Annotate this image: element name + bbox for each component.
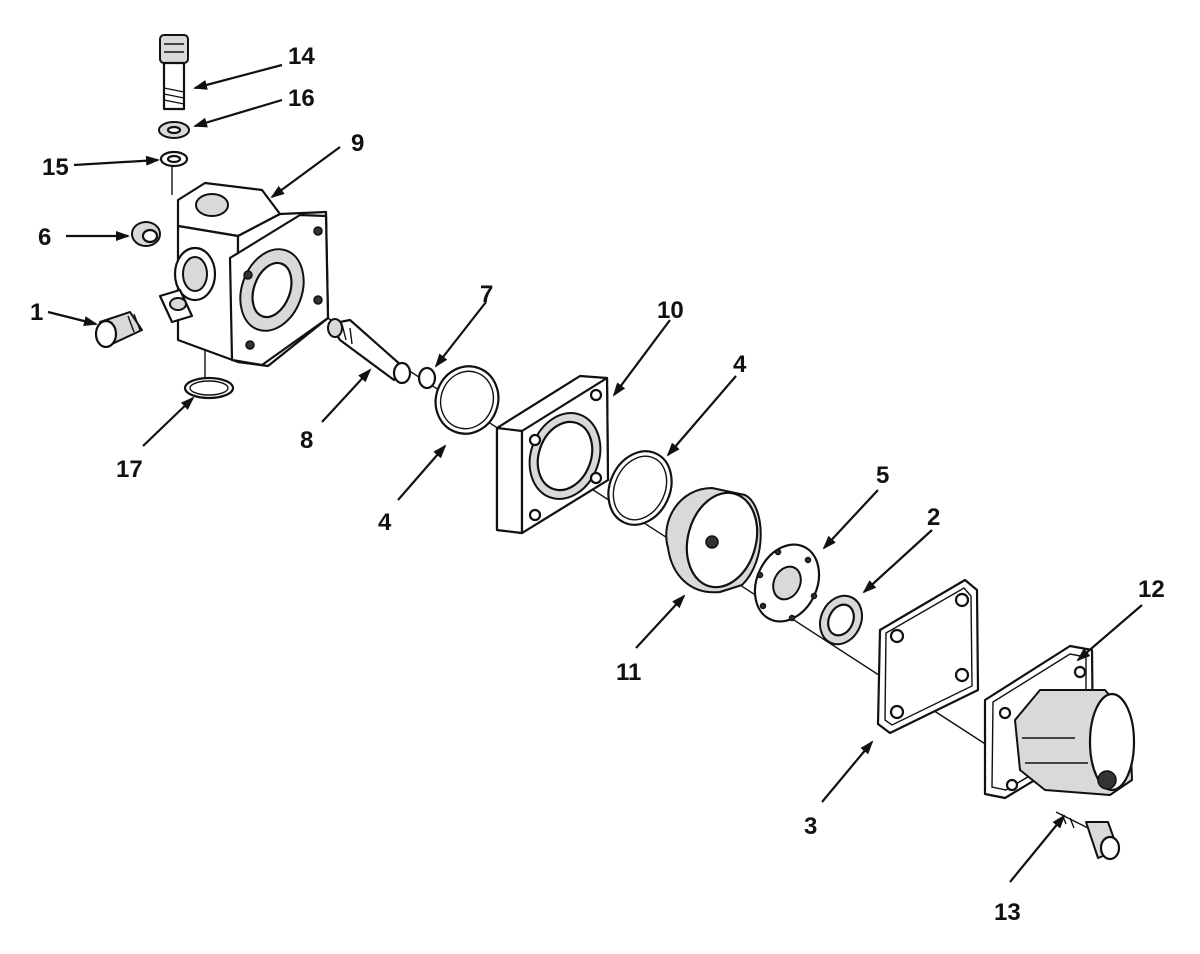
callout-15: 15 xyxy=(42,154,69,181)
callout-4-left: 4 xyxy=(378,509,392,536)
part-3-gasket xyxy=(876,578,980,735)
callout-12: 12 xyxy=(1138,576,1165,603)
part-14-adjusting-screw xyxy=(159,34,189,111)
part-15-washer xyxy=(159,150,189,168)
callout-9: 9 xyxy=(351,130,364,157)
part-12-end-cap-housing xyxy=(983,644,1136,800)
part-1-drain-plug xyxy=(94,311,143,349)
callout-labels: 1 2 3 4 4 5 6 7 8 9 10 11 12 13 14 15 16… xyxy=(30,43,1165,926)
part-13-fitting xyxy=(1055,811,1121,861)
callout-14: 14 xyxy=(288,43,315,70)
part-16-nut xyxy=(158,121,190,139)
part-6-plug xyxy=(131,221,161,247)
part-9-valve-body xyxy=(158,181,330,368)
part-5-backing-plate xyxy=(753,543,821,623)
callout-5: 5 xyxy=(876,462,889,489)
callout-4-right: 4 xyxy=(733,351,747,378)
part-11-diaphragm xyxy=(665,487,762,594)
callout-arrows xyxy=(47,63,1143,883)
part-2-spacer-washer xyxy=(819,594,863,646)
part-4-seal-ring-left xyxy=(434,365,500,435)
callout-7: 7 xyxy=(480,281,493,308)
callout-3: 3 xyxy=(804,813,817,840)
callout-11: 11 xyxy=(616,659,641,686)
callout-1: 1 xyxy=(30,299,43,326)
callout-13: 13 xyxy=(994,899,1021,926)
part-8-valve-stem xyxy=(327,318,412,385)
part-7-small-o-ring xyxy=(417,366,437,390)
part-10-adapter-plate xyxy=(495,374,610,535)
part-4-seal-ring-right xyxy=(607,450,673,526)
callout-2: 2 xyxy=(927,504,940,531)
callout-17: 17 xyxy=(116,456,143,483)
callout-16: 16 xyxy=(288,85,315,112)
callout-6: 6 xyxy=(38,224,51,251)
callout-10: 10 xyxy=(657,297,684,324)
part-17-o-ring xyxy=(183,376,235,400)
callout-8: 8 xyxy=(300,427,313,454)
